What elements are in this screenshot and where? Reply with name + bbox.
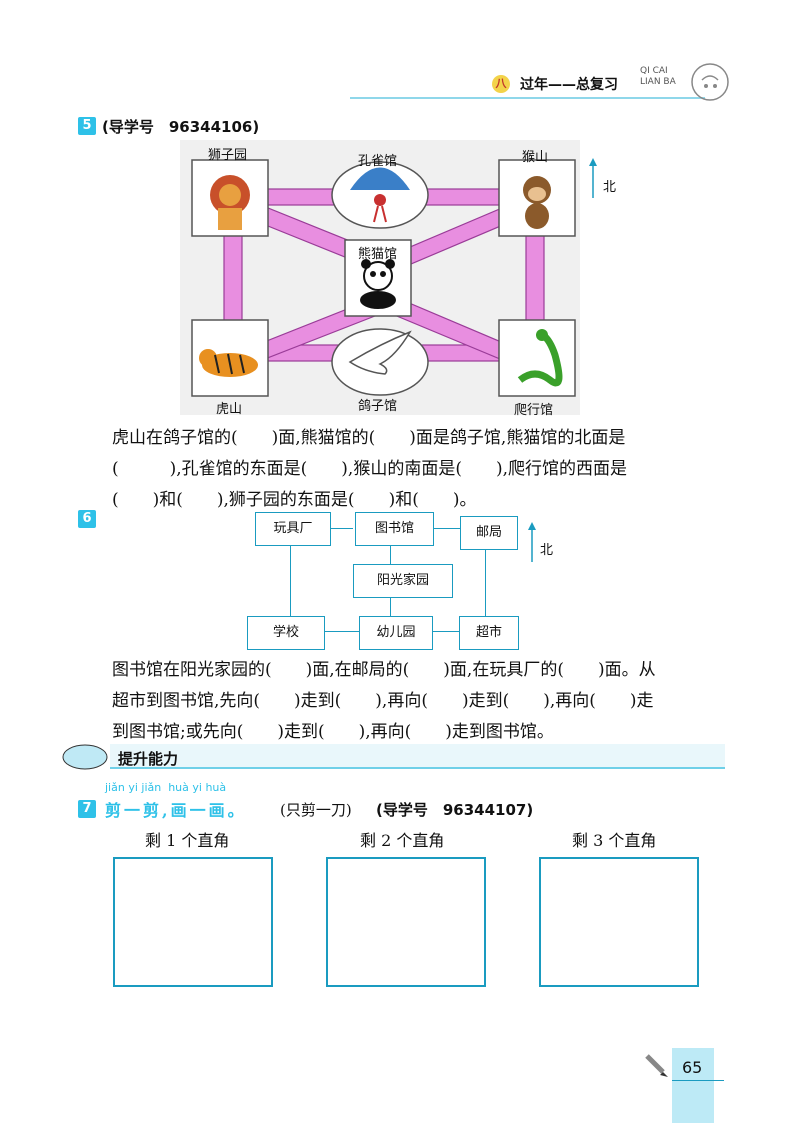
page-rule: [672, 1080, 724, 1081]
question-number: 7: [78, 800, 96, 818]
q5-text: 虎山在鸽子馆的( )面,熊猫馆的( )面是鸽子馆,熊猫馆的北面是 ( ),孔雀馆…: [112, 423, 732, 516]
q7-title: 剪一剪,画一画。: [105, 801, 247, 820]
q5-line: ( )和( ),狮子园的东面是( )和( )。: [112, 490, 477, 510]
node-toy-factory: 玩具厂: [255, 512, 331, 546]
label-snake: 爬行馆: [514, 403, 554, 418]
snake-icon: [517, 329, 563, 387]
logo-text: QI CAI LIAN BA: [640, 66, 676, 87]
label-peacock: 孔雀馆: [358, 154, 398, 169]
logo: QI CAI LIAN BA: [640, 58, 730, 110]
q6-line: 到图书馆;或先向( )走到( ),再向( )走到图书馆。: [112, 722, 554, 742]
q6-text: 图书馆在阳光家园的( )面,在邮局的( )面,在玩具厂的( )面。从 超市到图书…: [112, 655, 732, 748]
section-title: 提升能力: [118, 750, 179, 768]
q5-line: 虎山在鸽子馆的( )面,熊猫馆的( )面是鸽子馆,熊猫馆的北面是: [112, 428, 626, 448]
monkey-icon: [523, 176, 551, 229]
dove-icon: [348, 330, 412, 375]
header-rule: [350, 97, 705, 99]
north-arrow-icon: [527, 522, 537, 566]
label-tiger: 虎山: [216, 402, 243, 417]
label-dove: 鸽子馆: [358, 399, 398, 414]
node-kindergarten: 幼儿园: [359, 616, 433, 650]
label-panda: 熊猫馆: [358, 247, 398, 262]
header-title: 过年——总复习: [520, 77, 618, 93]
square-box-3[interactable]: [539, 857, 699, 987]
lion-icon: [210, 175, 250, 230]
question-heading: (导学号 96344107): [376, 801, 534, 819]
section-banner: [60, 744, 725, 770]
q7-note: (只剪一刀): [280, 801, 352, 819]
label-lion: 狮子园: [208, 148, 248, 163]
north-arrow-icon: [588, 158, 598, 202]
question-number: 5: [78, 117, 96, 135]
q6-line: 超市到图书馆,先向( )走到( ),再向( )走到( ),再向( )走: [112, 691, 654, 711]
peacock-icon: [350, 167, 410, 223]
cut-label-1: 剩 1 个直角: [145, 831, 230, 850]
pencil-icon: [643, 1052, 669, 1082]
page-tab: [672, 1048, 714, 1123]
node-post-office: 邮局: [460, 516, 518, 550]
cut-label-3: 剩 3 个直角: [572, 831, 657, 850]
q6-line: 图书馆在阳光家园的( )面,在邮局的( )面,在玩具厂的( )面。从: [112, 660, 656, 680]
unit-badge: 八: [492, 75, 510, 93]
pinyin: jiǎn yi jiǎn huà yi huà: [105, 781, 227, 794]
node-sunshine-home: 阳光家园: [353, 564, 453, 598]
node-library: 图书馆: [355, 512, 434, 546]
zoo-map: 狮子园 孔雀馆 猴山 熊猫馆 虎山 鸽子馆 爬行馆: [180, 140, 580, 418]
node-school: 学校: [247, 616, 325, 650]
panda-icon: [360, 259, 396, 309]
town-map: 玩具厂 图书馆 邮局 阳光家园 学校 幼儿园 超市: [245, 512, 535, 650]
question-number: 6: [78, 510, 96, 528]
node-supermarket: 超市: [459, 616, 519, 650]
page-number: 65: [682, 1058, 703, 1077]
label-monkey: 猴山: [522, 150, 549, 165]
square-box-2[interactable]: [326, 857, 486, 987]
cut-label-2: 剩 2 个直角: [360, 831, 445, 850]
square-box-1[interactable]: [113, 857, 273, 987]
question-heading: (导学号 96344106): [102, 118, 260, 136]
north-label: 北: [603, 180, 617, 195]
q5-line: ( ),孔雀馆的东面是( ),猴山的南面是( ),爬行馆的西面是: [112, 459, 628, 479]
north-label: 北: [540, 543, 554, 558]
tiger-icon: [199, 349, 258, 377]
